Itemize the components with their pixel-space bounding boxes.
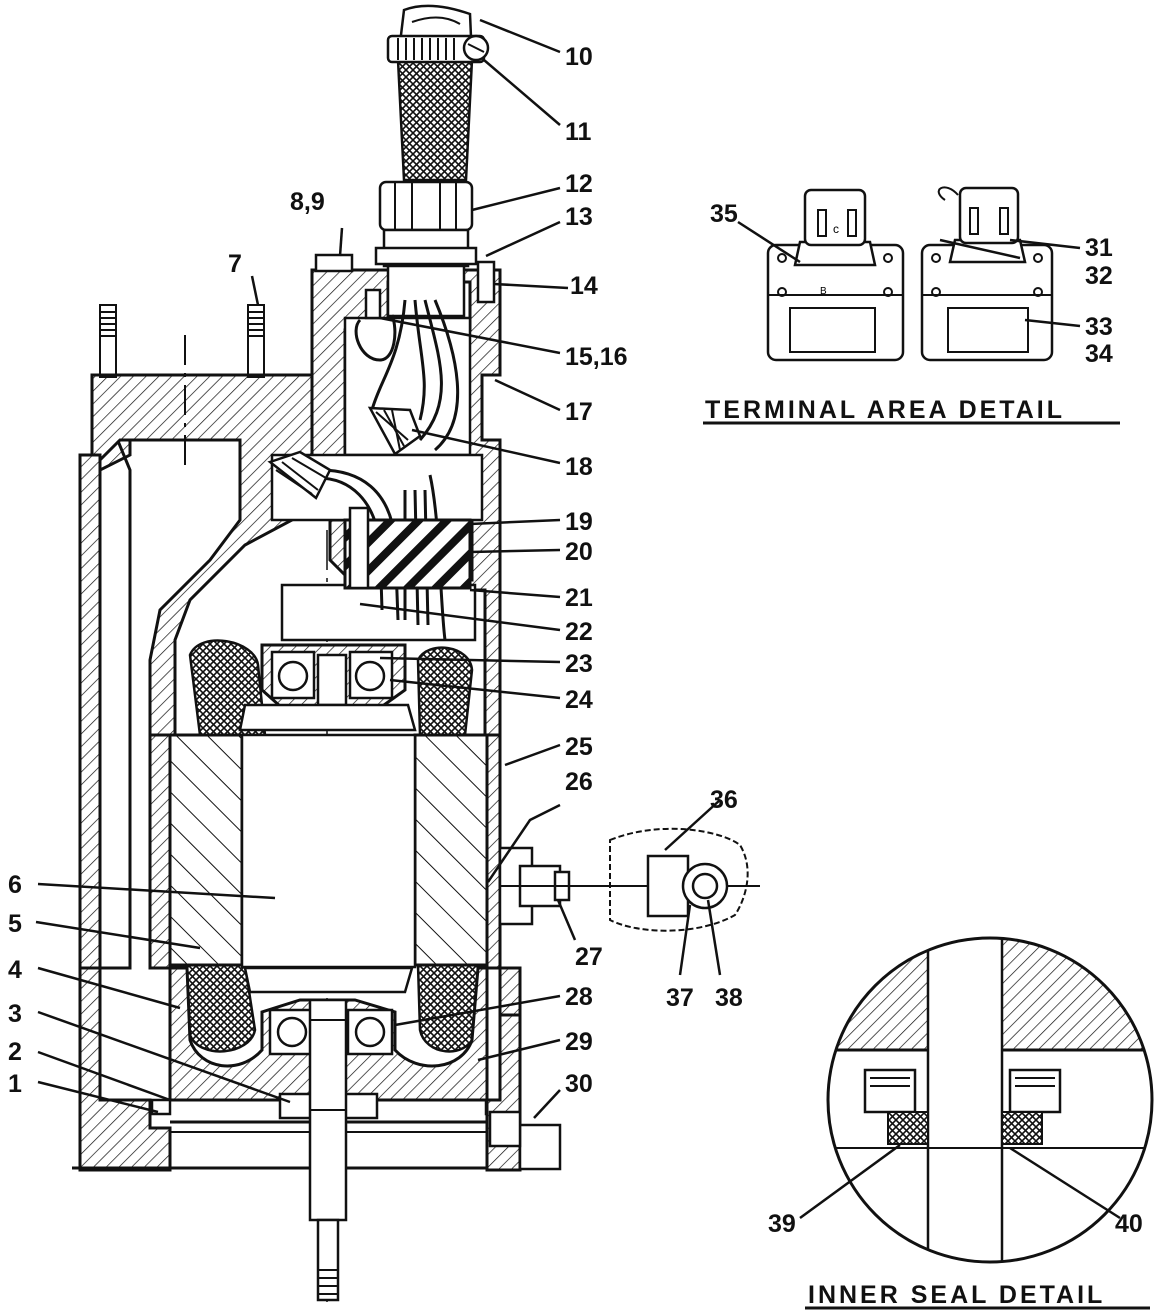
callout-6: 6 [8, 871, 22, 899]
callout-29: 29 [565, 1028, 593, 1056]
base-flange [78, 966, 172, 1172]
callout-18: 18 [565, 453, 593, 481]
main-assembly [72, 4, 571, 1305]
callout-12: 12 [565, 170, 593, 198]
callout-26: 26 [565, 768, 593, 796]
callout-21: 21 [565, 584, 593, 612]
callout-2: 2 [8, 1038, 22, 1066]
terminal-view-left: c B [766, 188, 905, 362]
c-marking: c [833, 222, 839, 236]
coupling-detail [500, 799, 760, 976]
terminal-view-right [920, 186, 1054, 362]
callout-17: 17 [565, 398, 593, 426]
ground-post [348, 506, 370, 590]
cable-fitting [374, 180, 478, 318]
base-boss [518, 1123, 562, 1171]
callout-20: 20 [565, 538, 593, 566]
upper-shaft-stub [316, 653, 348, 707]
callout-5: 5 [8, 910, 22, 938]
callout-30: 30 [565, 1070, 593, 1098]
seal-right [343, 1092, 379, 1120]
callout-39: 39 [768, 1210, 796, 1238]
callout-1: 1 [8, 1070, 22, 1098]
rotor-top [238, 703, 417, 732]
stud-right [247, 304, 265, 378]
ground-screw [364, 288, 382, 320]
callout-36: 36 [710, 786, 738, 814]
winding-upper-right [416, 646, 474, 737]
callout-34: 34 [1085, 340, 1113, 368]
stator-right [413, 733, 489, 967]
leader-lines [35, 18, 577, 1119]
callout-8-9: 8,9 [290, 188, 325, 216]
callout-7: 7 [228, 250, 242, 278]
callout-14: 14 [570, 272, 598, 300]
callout-35: 35 [710, 200, 738, 228]
callout-38: 38 [715, 984, 743, 1012]
callout-37: 37 [666, 984, 694, 1012]
callout-3: 3 [8, 1000, 22, 1028]
callout-25: 25 [565, 733, 593, 761]
callout-15-16: 15,16 [565, 343, 628, 371]
bolt-head [314, 253, 354, 273]
terminal-area-caption: TERMINAL AREA DETAIL [705, 396, 1065, 424]
cable-sleeve [396, 4, 474, 182]
callout-22: 22 [565, 618, 593, 646]
callout-23: 23 [565, 650, 593, 678]
callout-31: 31 [1085, 234, 1113, 262]
callout-33: 33 [1085, 313, 1113, 341]
terminal-area-detail: c B [703, 186, 1120, 425]
drain-plug [488, 1110, 522, 1148]
cover-screw [476, 260, 496, 304]
callout-11: 11 [565, 118, 592, 146]
lower-chamber [280, 583, 477, 642]
callout-13: 13 [565, 203, 593, 231]
callout-32: 32 [1085, 262, 1113, 290]
stator-left [168, 733, 244, 967]
callout-28: 28 [565, 983, 593, 1011]
callout-10: 10 [565, 43, 593, 71]
hose-clamp [386, 34, 490, 64]
callout-19: 19 [565, 508, 593, 536]
rotor-bottom [243, 966, 414, 994]
seal-left [278, 1092, 314, 1120]
callout-4: 4 [8, 956, 22, 984]
inner-seal-caption: INNER SEAL DETAIL [808, 1281, 1105, 1309]
callout-40: 40 [1115, 1210, 1143, 1238]
rotor [240, 733, 417, 969]
stud-left [99, 304, 117, 378]
callout-27: 27 [575, 943, 603, 971]
frame-left-wall [148, 733, 172, 970]
callout-24: 24 [565, 686, 593, 714]
winding-lower-left [178, 963, 257, 1053]
callout-labels: 10 11 12 13 14 8,9 7 15,16 17 18 19 20 2… [8, 43, 1143, 1309]
outer-wall-left [78, 453, 102, 970]
shaft-end [316, 1218, 340, 1302]
b-marking: B [820, 286, 827, 297]
inner-seal-detail [799, 936, 1154, 1310]
